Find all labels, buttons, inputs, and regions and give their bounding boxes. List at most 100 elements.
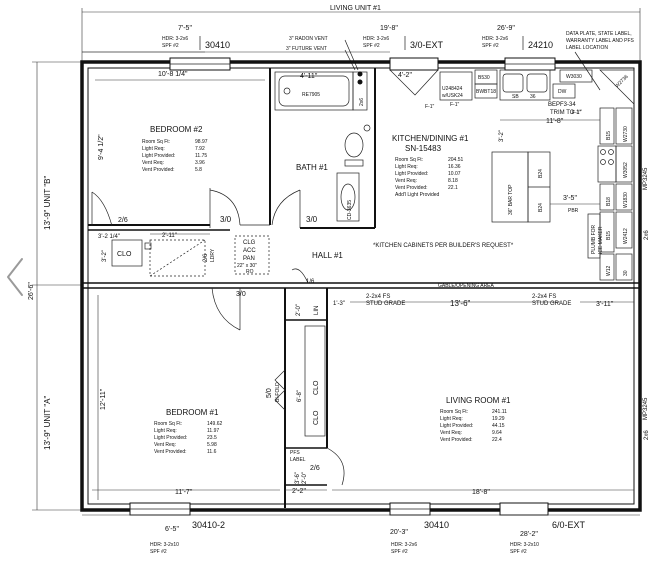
- tub-width: 4'-11": [300, 73, 318, 80]
- svg-text:3.96: 3.96: [195, 160, 205, 166]
- hall-closet-label: CLO: [117, 251, 132, 258]
- radon-vent-label: 3" RADON VENT: [289, 36, 328, 42]
- cabinet-w3030: [559, 69, 593, 83]
- dishwasher: [552, 83, 576, 99]
- svg-text:Light Req:: Light Req:: [142, 146, 165, 152]
- bedroom1-width: 11'-7": [175, 489, 193, 496]
- svg-text:Vent Provided:: Vent Provided:: [395, 185, 428, 191]
- cabinet-w12-30: [615, 253, 633, 281]
- bedroom1-closet: [304, 325, 326, 437]
- svg-text:Vent Provided:: Vent Provided:: [154, 449, 187, 455]
- hall-name: HALL #1: [312, 251, 343, 260]
- svg-text:BWBT18: BWBT18: [476, 89, 496, 95]
- svg-text:LABEL LOCATION: LABEL LOCATION: [566, 45, 608, 51]
- svg-text:DW: DW: [558, 89, 567, 95]
- svg-text:W1830: W1830: [623, 192, 629, 208]
- hall-closet: [111, 239, 143, 267]
- hall-dim-3-2b: 3'-2": [102, 250, 108, 262]
- svg-text:F-1": F-1": [450, 102, 460, 108]
- data-plate-note: DATA PLATE, STATE LABEL, WARRANTY LABEL …: [566, 31, 635, 91]
- svg-text:30410: 30410: [424, 520, 449, 530]
- svg-text:W2412: W2412: [623, 228, 629, 244]
- svg-text:CLG: CLG: [243, 240, 256, 246]
- bedroom1-height: 12'-11": [100, 388, 107, 410]
- svg-text:Light Provided:: Light Provided:: [142, 153, 175, 159]
- svg-text:SPF #2: SPF #2: [510, 549, 527, 555]
- svg-text:Light Provided:: Light Provided:: [395, 171, 428, 177]
- svg-text:Vent Provided:: Vent Provided:: [440, 437, 473, 443]
- svg-text:B18: B18: [606, 197, 612, 206]
- svg-text:Light Req:: Light Req:: [440, 416, 463, 422]
- door-swing: [291, 268, 309, 284]
- gable-label: GABLE/OPENING AREA: [438, 283, 495, 289]
- svg-text:SPF #2: SPF #2: [150, 549, 167, 555]
- closet-label-2: CLO: [313, 410, 320, 425]
- svg-text:SPF #2: SPF #2: [363, 43, 380, 49]
- corner-cabinet: [599, 69, 635, 105]
- radon-vent-icon: [357, 71, 363, 77]
- top-window-3: 26'-9" HDR: 3-2x6 SPF #2 24210: [482, 25, 553, 50]
- svg-text:Light Provided:: Light Provided:: [440, 423, 473, 429]
- future-vent-icon: [357, 79, 363, 85]
- exterior-wall: [80, 60, 642, 512]
- svg-text:Add'l Light Provided: Add'l Light Provided: [395, 192, 440, 198]
- right-2x6-bottom: 2x6: [644, 430, 650, 440]
- svg-text:Light Req:: Light Req:: [395, 164, 418, 170]
- outlet-icon: [144, 242, 152, 250]
- ceiling-access-panel: [234, 235, 270, 275]
- svg-text:F-1": F-1": [425, 104, 435, 110]
- svg-text:LABEL: LABEL: [290, 457, 306, 463]
- cabinet-b18: [599, 183, 615, 211]
- svg-text:19.29: 19.29: [492, 416, 505, 422]
- svg-text:w/USK24: w/USK24: [442, 93, 463, 99]
- svg-text:DATA PLATE, STATE LABEL,: DATA PLATE, STATE LABEL,: [566, 31, 632, 37]
- bath-2x6: 2x6: [359, 98, 365, 106]
- marriage-dim-label: 26'-6": [28, 282, 35, 300]
- svg-text:Room Sq Ft:: Room Sq Ft:: [395, 157, 423, 163]
- kitchen-serial: SN-15483: [405, 144, 442, 153]
- svg-text:5.8: 5.8: [195, 167, 202, 173]
- pfs-label: PFS: [290, 450, 300, 456]
- bifold-door-swing: [274, 369, 286, 411]
- gable-dim-3-11: 3'-11": [596, 301, 614, 308]
- laundry-label: LDRY: [210, 248, 216, 262]
- svg-text:23.5: 23.5: [207, 435, 217, 441]
- door-swing: [211, 287, 241, 331]
- toilet-tank: [344, 159, 364, 167]
- svg-text:22" x 30": 22" x 30": [237, 263, 257, 269]
- bedroom2-height: 9'-4 1/2": [98, 134, 105, 160]
- svg-text:9.64: 9.64: [492, 430, 502, 436]
- sink-bowl-icon: [526, 73, 548, 93]
- svg-text:HDR: 3-2x10: HDR: 3-2x10: [510, 542, 539, 548]
- svg-text:Room Sq Ft:: Room Sq Ft:: [440, 409, 468, 415]
- gable-dim-1-3: 1'-3": [333, 301, 345, 307]
- living-stats: Room Sq Ft:241.11 Light Req:19.29 Light …: [440, 409, 507, 443]
- top-window-1: 7'-5" HDR: 3-2x6 SPF #2 30410: [162, 25, 230, 50]
- top-door-opening: [389, 57, 439, 71]
- svg-text:30: 30: [623, 270, 629, 276]
- svg-text:ICE MAKER: ICE MAKER: [598, 226, 604, 254]
- bar-top-label: 36" BAR TOP: [508, 184, 514, 215]
- svg-text:11.75: 11.75: [195, 153, 207, 159]
- svg-text:22.4: 22.4: [492, 437, 502, 443]
- linen-dim-2-0: 2'-0": [296, 304, 302, 316]
- svg-text:11.6: 11.6: [207, 449, 217, 455]
- right-mp-bottom: MP3245: [643, 397, 649, 420]
- svg-text:B15: B15: [606, 131, 612, 140]
- svg-text:HDR: 3-2x6: HDR: 3-2x6: [162, 36, 188, 42]
- svg-text:U248424: U248424: [442, 86, 463, 92]
- svg-text:5.98: 5.98: [207, 442, 217, 448]
- svg-text:10.07: 10.07: [448, 171, 461, 177]
- svg-text:STUD GRADE: STUD GRADE: [532, 301, 571, 307]
- svg-text:W3030: W3030: [566, 74, 582, 80]
- vanity: [336, 172, 360, 222]
- bepf-label: BEPF3-34: [548, 102, 576, 108]
- door-swing: [91, 191, 113, 227]
- svg-text:8.18: 8.18: [448, 178, 458, 184]
- kitchen-cabinets-note: *KITCHEN CABINETS PER BUILDER'S REQUEST*: [373, 243, 514, 249]
- svg-text:11.97: 11.97: [207, 428, 219, 434]
- chevron-left-icon[interactable]: [2, 255, 28, 299]
- svg-text:HDR: 3-2x6: HDR: 3-2x6: [363, 36, 389, 42]
- svg-text:RO: RO: [246, 269, 254, 275]
